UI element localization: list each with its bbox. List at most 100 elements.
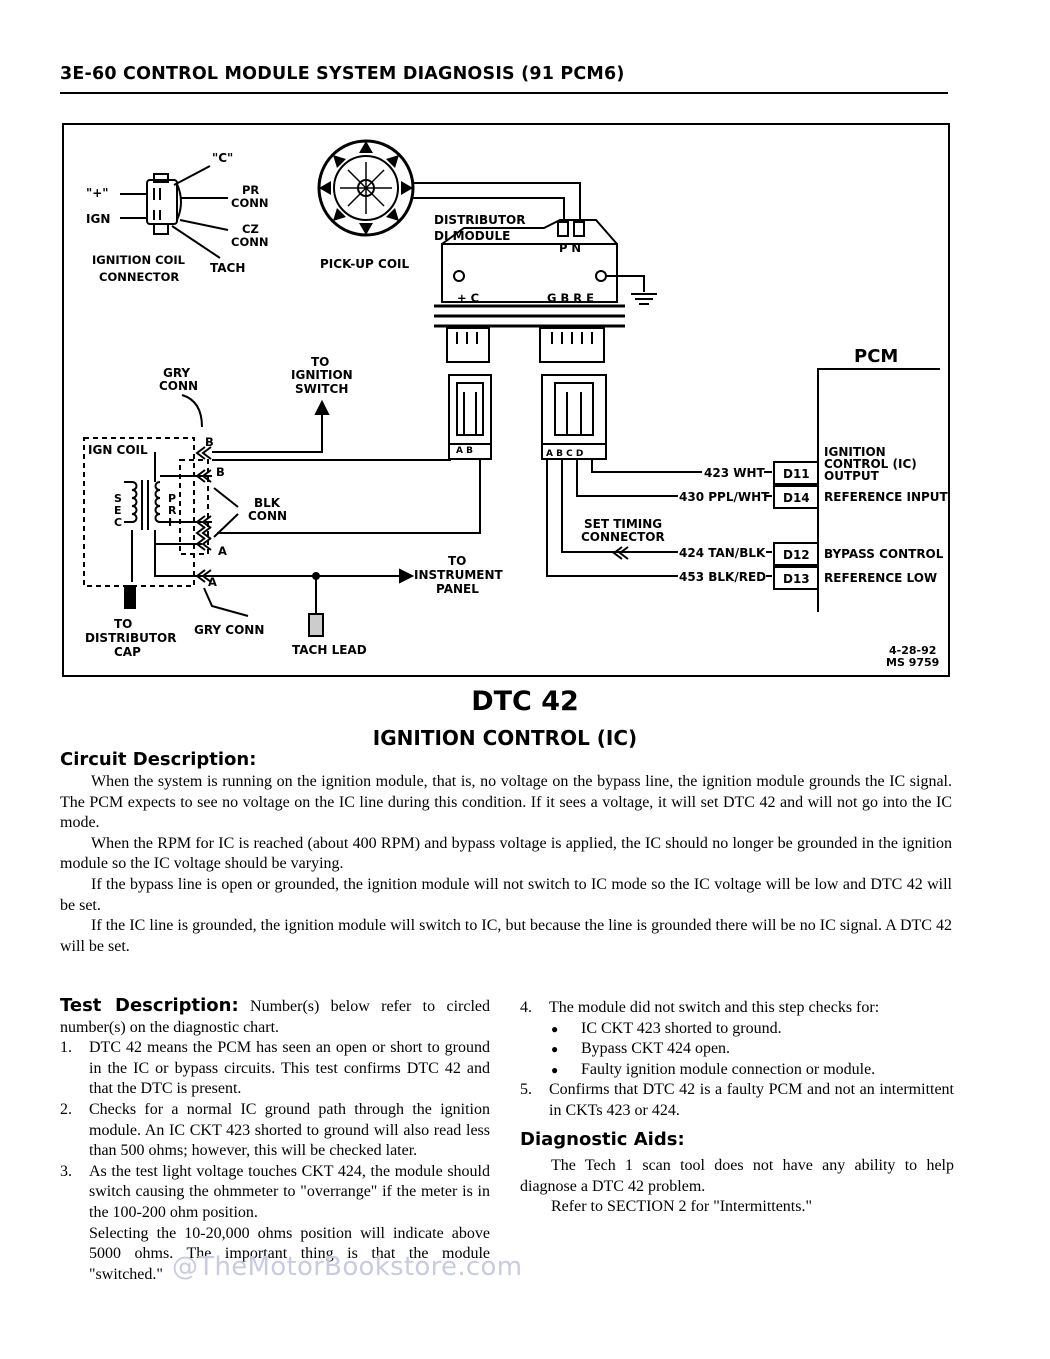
label-plus: "+"	[86, 186, 109, 200]
pin-d11: D11	[783, 467, 810, 481]
label-r: R	[168, 504, 177, 517]
label-tach: TACH	[210, 261, 245, 275]
circuit-heading: Circuit Description:	[60, 749, 257, 770]
step-text: DTC 42 means the PCM has seen an open or…	[89, 1039, 490, 1098]
pin-d14: D14	[783, 491, 810, 505]
label-ms: MS 9759	[886, 656, 939, 669]
label-e: E	[114, 504, 122, 517]
label-cz-conn: CONN	[231, 235, 268, 249]
test-description-continued: 4. The module did not switch and this ste…	[520, 998, 954, 1218]
coil-connector-shape	[146, 179, 178, 225]
diagnostic-aids-heading: Diagnostic Aids:	[520, 1128, 685, 1150]
label-set-timing-2: CONNECTOR	[581, 530, 665, 544]
label-to-ign-2: IGNITION	[291, 368, 353, 382]
label-coil-connector-1: IGNITION COIL	[92, 253, 186, 267]
label-func-ic-3: OUTPUT	[824, 469, 880, 483]
label-gry-conn-bottom: GRY CONN	[194, 623, 264, 637]
label-func-ref-in: REFERENCE INPUT	[824, 490, 948, 504]
page-header-title: 3E-60 CONTROL MODULE SYSTEM DIAGNOSIS (9…	[60, 64, 625, 84]
circuit-paragraph: When the system is running on the igniti…	[60, 773, 952, 832]
label-func-ic-2: CONTROL (IC)	[824, 457, 917, 471]
test-steps-list: 1. DTC 42 means the PCM has seen an open …	[60, 1038, 490, 1285]
test-intro: Number(s) below refer to circled number(…	[60, 998, 490, 1036]
label-cz: CZ	[242, 222, 259, 236]
circuit-paragraph: When the RPM for IC is reached (about 40…	[60, 834, 952, 873]
header-rule	[60, 92, 948, 94]
step-number: 2.	[60, 1100, 72, 1118]
bullet-item: IC CKT 423 shorted to ground.	[549, 1019, 954, 1040]
step-text: As the test light voltage touches CKT 42…	[89, 1162, 490, 1221]
label-term-a1: A	[218, 544, 227, 558]
label-wire-453: 453 BLK/RED	[679, 570, 766, 584]
test-step-5: 5.Confirms that DTC 42 is a faulty PCM a…	[520, 1080, 954, 1121]
circuit-paragraph: If the IC line is grounded, the ignition…	[60, 917, 952, 955]
label-term-b2: B	[216, 465, 225, 479]
label-wire-423: 423 WHT	[704, 466, 766, 480]
diagnostic-aids-paragraph: Refer to SECTION 2 for "Intermittents."	[551, 1198, 813, 1216]
label-func-bypass: BYPASS CONTROL	[824, 547, 944, 561]
label-pr-conn: CONN	[231, 196, 268, 210]
label-tach-lead: TACH LEAD	[292, 643, 367, 657]
label-abcd: A B C D	[546, 449, 583, 459]
dtc-title: DTC 42	[471, 686, 579, 717]
test-step-2: 2.Checks for a normal IC ground path thr…	[60, 1100, 490, 1162]
pin-d13: D13	[783, 572, 810, 586]
test-steps-list-continued: 4. The module did not switch and this ste…	[520, 998, 954, 1122]
wiring-diagram: "C" "+" IGN PR CONN CZ CONN TACH IGNITIO…	[62, 123, 950, 677]
step-text-extra: Selecting the 10-20,000 ohms position wi…	[89, 1224, 490, 1283]
watermark-text: @TheMotorBookstore.com	[172, 1252, 523, 1282]
label-ign-coil: IGN COIL	[88, 443, 148, 457]
label-pcm: PCM	[854, 346, 898, 367]
label-di-module: DI MODULE	[434, 229, 510, 243]
label-p: P	[168, 492, 176, 505]
step-number: 4.	[520, 999, 532, 1016]
label-to-ign-1: TO	[311, 355, 329, 369]
label-to-dist-3: CAP	[114, 645, 141, 659]
test-description: Test Description: Number(s) below refer …	[60, 995, 490, 1285]
circuit-paragraph: If the bypass line is open or grounded, …	[60, 875, 952, 914]
label-to-dist-1: TO	[114, 617, 132, 631]
step-number: 5.	[520, 1081, 532, 1099]
label-gbre: G B R E	[547, 291, 594, 305]
label-pn: P N	[559, 241, 581, 255]
label-to-panel-2: INSTRUMENT	[414, 568, 504, 582]
step-4-bullets: IC CKT 423 shorted to ground. Bypass CKT…	[549, 1019, 954, 1081]
step-number: 3.	[60, 1162, 72, 1180]
label-coil-connector-2: CONNECTOR	[99, 270, 179, 284]
circuit-description: Circuit Description: When the system is …	[60, 749, 952, 957]
label-blk-conn-2: CONN	[248, 509, 287, 523]
label-wire-424: 424 TAN/BLK	[679, 546, 766, 560]
label-pr: PR	[242, 183, 259, 197]
label-plus-c: + C	[457, 291, 479, 305]
label-set-timing-1: SET TIMING	[584, 517, 662, 531]
test-step-3: 3. As the test light voltage touches CKT …	[60, 1162, 490, 1286]
step-text: The module did not switch and this step …	[549, 999, 880, 1016]
test-step-1: 1. DTC 42 means the PCM has seen an open …	[60, 1038, 490, 1100]
circuit-body: When the system is running on the igniti…	[60, 772, 952, 957]
test-heading: Test Description:	[60, 995, 239, 1016]
label-to-panel-3: PANEL	[436, 582, 479, 596]
label-gry-conn-top-2: CONN	[159, 379, 198, 393]
label-to-ign-3: SWITCH	[295, 382, 348, 396]
label-blk-conn-1: BLK	[254, 496, 281, 510]
label-pickup-coil: PICK-UP COIL	[320, 257, 409, 271]
label-date: 4-28-92	[889, 644, 936, 657]
label-i: I	[168, 516, 172, 529]
label-to-panel-1: TO	[448, 554, 466, 568]
label-c-sec: C	[114, 516, 122, 529]
step-number: 1.	[60, 1039, 72, 1057]
test-step-4: 4. The module did not switch and this ste…	[520, 998, 954, 1080]
label-to-dist-2: DISTRIBUTOR	[85, 631, 176, 645]
pin-d12: D12	[783, 548, 810, 562]
label-c: "C"	[212, 151, 233, 165]
di-module-shape	[441, 243, 618, 303]
label-s: S	[114, 492, 122, 505]
dtc-subtitle: IGNITION CONTROL (IC)	[372, 726, 638, 750]
label-wire-430: 430 PPL/WHT	[679, 490, 770, 504]
label-ab: A B	[456, 446, 473, 456]
diagnostic-aids-paragraph: The Tech 1 scan tool does not have any a…	[520, 1157, 954, 1195]
label-distributor: DISTRIBUTOR	[434, 213, 525, 227]
label-gry-conn-top-1: GRY	[163, 366, 190, 380]
label-func-ref-low: REFERENCE LOW	[824, 571, 937, 585]
label-ign: IGN	[86, 212, 110, 226]
